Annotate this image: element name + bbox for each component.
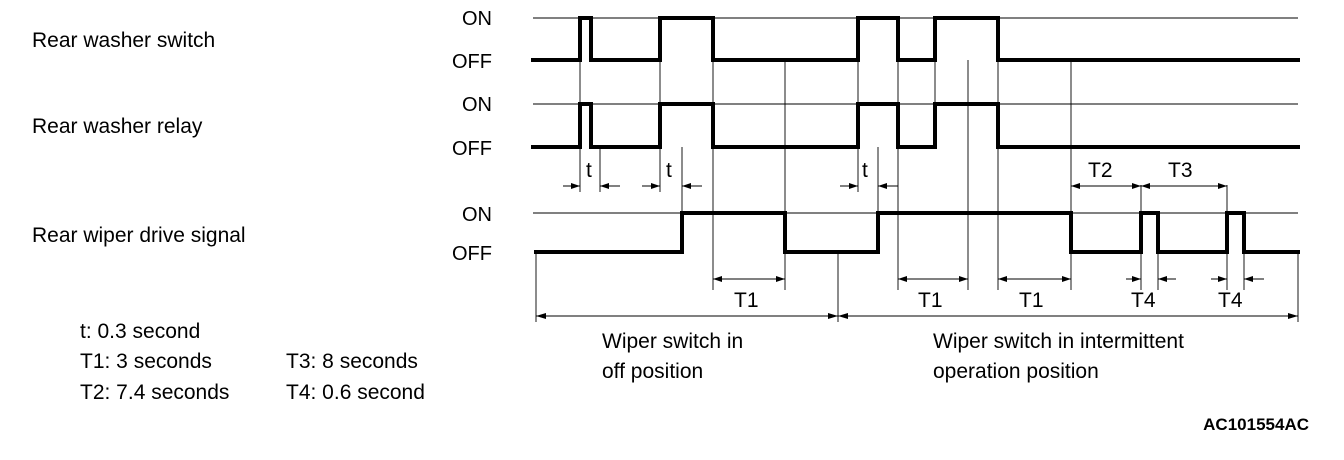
t2-label: T2: [1088, 159, 1113, 182]
intermittent-text-line1: Wiper switch in intermittent: [933, 330, 1184, 353]
rear-wiper-drive-signal-label: Rear wiper drive signal: [32, 224, 246, 247]
t3-label: T3: [1168, 159, 1193, 182]
t-dimension-2: [642, 183, 702, 189]
t4-dimension-2: [1211, 276, 1264, 282]
legend-t: t: 0.3 second: [80, 320, 200, 343]
t4-dimension-1: [1126, 276, 1176, 282]
t1-label-1: T1: [734, 289, 759, 312]
t-label-1: t: [586, 159, 592, 182]
wiper-drive-on-label: ON: [462, 204, 492, 226]
washer-relay-waveform: [531, 102, 1300, 149]
rear-washer-relay-label: Rear washer relay: [32, 115, 203, 138]
rear-washer-switch-label: Rear washer switch: [32, 29, 215, 52]
intermittent-span: [838, 313, 1298, 319]
t-dimension-3: [840, 183, 898, 189]
figure-code: AC101554AC: [1203, 415, 1309, 434]
off-position-text-line1: Wiper switch in: [602, 330, 743, 353]
t2-dimension: [1071, 183, 1141, 189]
t3-dimension: [1141, 183, 1227, 189]
t1-label-3: T1: [1019, 289, 1044, 312]
off-position-text-line2: off position: [602, 360, 703, 383]
legend-t1: T1: 3 seconds: [80, 350, 212, 373]
washer-switch-waveform: [531, 16, 1300, 62]
intermittent-text-line2: operation position: [933, 360, 1099, 383]
t4-label-2: T4: [1218, 289, 1243, 312]
washer-switch-off-label: OFF: [452, 51, 492, 73]
washer-relay-off-label: OFF: [452, 138, 492, 160]
t-label-3: t: [862, 159, 868, 182]
t1-dimension-3: [998, 276, 1071, 282]
washer-relay-on-label: ON: [462, 94, 492, 116]
legend-t4: T4: 0.6 second: [286, 381, 425, 404]
washer-switch-on-label: ON: [462, 8, 492, 30]
legend-t3: T3: 8 seconds: [286, 350, 418, 373]
wiper-drive-waveform: [534, 211, 1300, 254]
guide-lines: [535, 60, 1299, 322]
wiper-drive-off-label: OFF: [452, 243, 492, 265]
t1-label-2: T1: [918, 289, 943, 312]
t1-dimension-1: [713, 276, 785, 282]
t4-label-1: T4: [1131, 289, 1156, 312]
off-position-span: [536, 313, 838, 319]
t-label-2: t: [666, 159, 672, 182]
t1-dimension-2: [898, 276, 968, 282]
legend-t2: T2: 7.4 seconds: [80, 381, 229, 404]
t-dimension-1: [563, 183, 620, 189]
